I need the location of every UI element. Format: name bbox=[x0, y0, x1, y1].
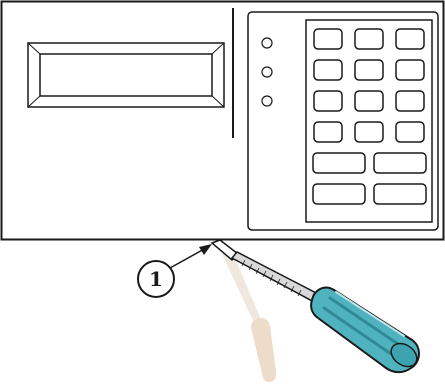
indicator-led bbox=[261, 95, 273, 107]
keypad-key[interactable] bbox=[313, 90, 343, 112]
keypad-key[interactable] bbox=[313, 121, 343, 143]
screwdriver-shadow bbox=[222, 251, 277, 383]
lcd-display bbox=[27, 42, 225, 108]
keypad-key[interactable] bbox=[313, 59, 343, 81]
hatch-line bbox=[241, 259, 246, 267]
lcd-bevel-bl bbox=[27, 95, 41, 108]
control-panel bbox=[0, 0, 445, 241]
keypad-key[interactable] bbox=[313, 28, 343, 50]
hatch-line bbox=[269, 274, 274, 282]
indicator-led bbox=[261, 66, 273, 78]
hatch-line bbox=[255, 267, 260, 275]
callout-arrowhead bbox=[199, 244, 212, 255]
keypad-wide-key[interactable] bbox=[373, 183, 427, 205]
hatch-line bbox=[290, 285, 295, 293]
keypad-key[interactable] bbox=[395, 121, 425, 143]
keypad-key[interactable] bbox=[395, 28, 425, 50]
callout-number: 1 bbox=[149, 267, 163, 291]
shadow-shaft bbox=[222, 251, 262, 325]
handle-groove-3 bbox=[335, 291, 405, 337]
keypad-key[interactable] bbox=[354, 90, 384, 112]
keypad-wide-key[interactable] bbox=[312, 152, 366, 174]
indicator-led bbox=[261, 37, 273, 49]
hatch-line bbox=[262, 270, 267, 278]
hatch-line bbox=[276, 278, 281, 286]
handle-end-cap bbox=[390, 342, 418, 368]
keypad-wide-key[interactable] bbox=[373, 152, 427, 174]
callout-leader bbox=[169, 247, 207, 269]
hatch-line bbox=[283, 281, 288, 289]
lcd-bevel-tl bbox=[27, 42, 41, 55]
keypad-key[interactable] bbox=[354, 121, 384, 143]
callout-circle bbox=[137, 260, 175, 298]
keypad-key[interactable] bbox=[395, 59, 425, 81]
lcd-bevel-tr bbox=[211, 42, 225, 55]
callout-1: 1 bbox=[137, 244, 212, 298]
indicator-leds bbox=[261, 37, 273, 107]
keypad-key[interactable] bbox=[354, 28, 384, 50]
keypad-keys bbox=[312, 28, 427, 205]
lcd-screen bbox=[39, 53, 213, 97]
screwdriver bbox=[210, 239, 420, 374]
keypad-key[interactable] bbox=[354, 59, 384, 81]
lcd-bevel-br bbox=[211, 95, 225, 108]
shaft-hatching bbox=[241, 259, 302, 297]
handle-groove-2 bbox=[322, 306, 396, 358]
handle-groove-1 bbox=[328, 296, 400, 346]
keypad-key[interactable] bbox=[395, 90, 425, 112]
hatch-line bbox=[297, 289, 302, 297]
keypad-module bbox=[247, 11, 439, 231]
keypad-wide-key[interactable] bbox=[312, 183, 366, 205]
hatch-line bbox=[248, 263, 253, 271]
shadow-handle bbox=[251, 318, 277, 383]
